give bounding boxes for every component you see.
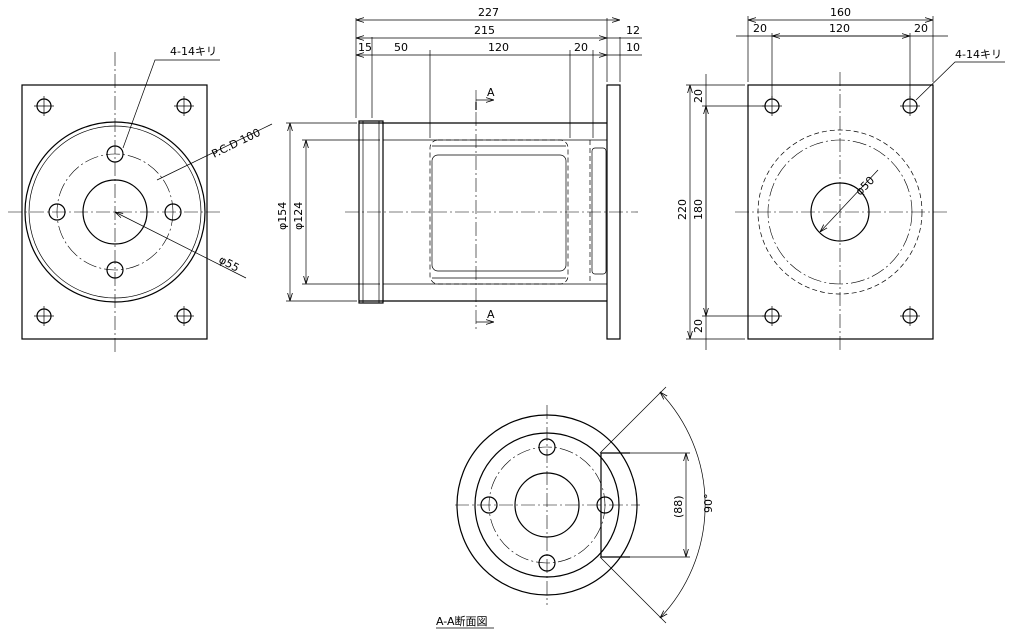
flange-bore-leader xyxy=(820,169,879,232)
dim-15: 15 xyxy=(358,41,372,54)
flange-hole-note: 4-14キリ xyxy=(955,48,1002,61)
dim-220: 220 xyxy=(676,199,689,220)
dim-88: (88) xyxy=(672,495,685,518)
section-mark-bottom: A xyxy=(487,308,495,321)
dim-w-right: 20 xyxy=(914,22,928,35)
dim-12: 12 xyxy=(626,24,640,37)
dim-outer-dia: φ154 xyxy=(276,202,289,230)
dim-160: 160 xyxy=(830,6,851,19)
front-hole-note: 4-14キリ xyxy=(170,45,217,58)
front-view: 4-14キリ P.C.D 100 φ55 xyxy=(8,45,273,352)
dim-90: 90° xyxy=(702,494,715,514)
flange-hole-leader xyxy=(915,61,1005,101)
front-pcd-leader xyxy=(156,123,273,181)
dim-w-left: 20 xyxy=(753,22,767,35)
dim-10: 10 xyxy=(626,41,640,54)
dim-227: 227 xyxy=(478,6,499,19)
front-bore-label: φ55 xyxy=(217,253,242,274)
section-pcd-holes xyxy=(480,438,614,572)
flange-corner-holes xyxy=(762,96,920,326)
dim-inner-dia: φ124 xyxy=(292,202,305,230)
dim-h-bottom: 20 xyxy=(692,319,705,333)
section-title: A-A断面図 xyxy=(436,614,488,628)
front-bore-leader xyxy=(115,212,247,279)
front-pcd-label: P.C.D 100 xyxy=(210,126,263,161)
dim-w-mid: 120 xyxy=(829,22,850,35)
dim-20: 20 xyxy=(574,41,588,54)
dim-120: 120 xyxy=(488,41,509,54)
front-pcd-holes xyxy=(48,145,182,279)
front-corner-holes xyxy=(34,96,194,326)
dim-50: 50 xyxy=(394,41,408,54)
dim-215: 215 xyxy=(474,24,495,37)
flange-view: φ50 4-14キリ 160 20 120 20 220 180 20 20 xyxy=(676,6,1005,352)
front-hole-leader xyxy=(122,59,220,149)
section-mark-top: A xyxy=(487,86,495,99)
dim-h-top: 20 xyxy=(692,89,705,103)
angle-arc xyxy=(660,392,706,618)
dim-180: 180 xyxy=(692,199,705,220)
section-view: (88) 90° A-A断面図 xyxy=(436,386,715,629)
flange-bore-label: φ50 xyxy=(853,174,877,198)
side-view: A A 227 215 12 15 50 120 20 10 φ154 xyxy=(276,6,642,340)
